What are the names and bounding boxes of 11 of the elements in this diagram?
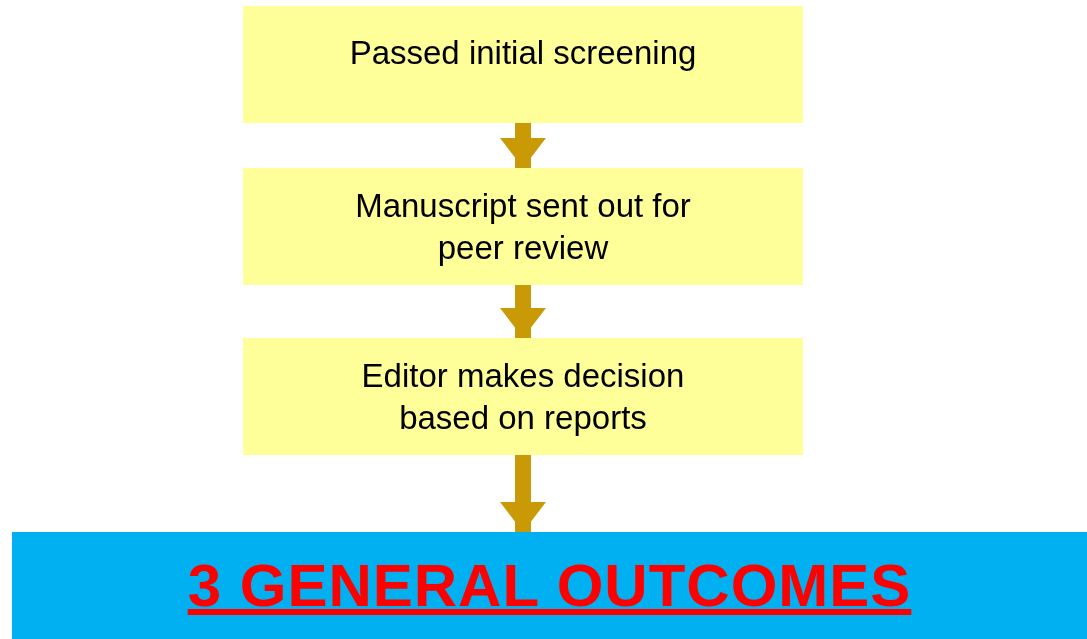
arrow xyxy=(500,123,546,168)
arrow xyxy=(500,285,546,338)
step-text: Manuscript sent out for peer review xyxy=(354,186,692,268)
step-text: Passed initial screening xyxy=(349,33,697,73)
outcome-band xyxy=(12,532,1087,639)
step-text: Editor makes decision based on reports xyxy=(360,356,686,438)
arrow xyxy=(500,455,546,532)
process-box xyxy=(243,6,803,123)
process-box xyxy=(243,338,803,455)
heading: 3 GENERAL OUTCOMES xyxy=(187,551,912,620)
process-box xyxy=(243,168,803,285)
